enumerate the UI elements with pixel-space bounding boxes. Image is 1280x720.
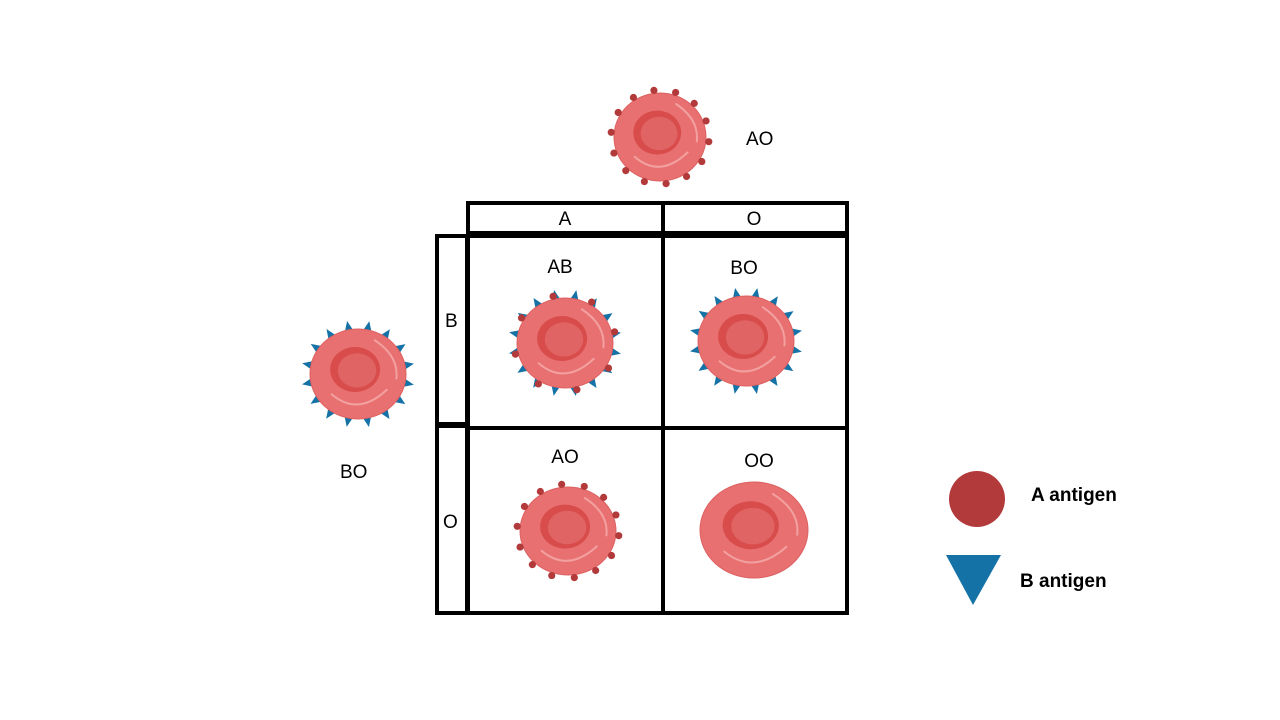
- parent-top-blood-cell: [604, 84, 716, 190]
- a-antigen-mark: [573, 386, 581, 394]
- main-grid-vertical-divider: [661, 234, 665, 615]
- offspring-oo-blood-cell: [698, 480, 810, 580]
- legend-a-antigen-label: A antigen: [1031, 485, 1117, 506]
- row-allele-b: B: [445, 311, 458, 332]
- a-antigen-mark: [705, 138, 713, 146]
- blood-cell-icon: [509, 289, 621, 397]
- a-antigen-mark: [610, 149, 618, 157]
- a-antigen-mark: [600, 493, 608, 501]
- a-antigen-mark: [513, 522, 521, 530]
- a-antigen-mark: [610, 328, 619, 336]
- circle-icon: [949, 471, 1005, 527]
- a-antigen-mark: [615, 532, 623, 540]
- column-allele-a: A: [558, 209, 572, 230]
- a-antigen-mark: [650, 86, 658, 94]
- a-antigen-mark: [580, 482, 588, 491]
- a-antigen-mark: [690, 99, 698, 107]
- a-antigen-mark: [511, 350, 520, 358]
- offspring-ab-blood-cell: [507, 289, 623, 397]
- offspring-ao-blood-cell: [510, 478, 626, 584]
- a-antigen-mark: [702, 117, 710, 125]
- main-grid-horizontal-divider: [466, 426, 849, 430]
- column-header-divider: [661, 201, 665, 235]
- a-antigen-mark: [548, 571, 556, 580]
- blood-cell-icon: [699, 481, 809, 579]
- a-antigen-mark: [612, 511, 620, 519]
- a-antigen-mark: [629, 93, 638, 102]
- parent-top-genotype: AO: [746, 129, 774, 150]
- a-antigen-mark: [534, 380, 542, 388]
- column-header-box: [466, 201, 849, 235]
- a-antigen-mark: [672, 88, 680, 97]
- offspring-bo-blood-cell: [688, 287, 804, 395]
- a-antigen-mark: [516, 543, 524, 551]
- a-antigen-mark: [640, 177, 648, 186]
- parent-left-genotype: BO: [340, 462, 368, 483]
- a-antigen-mark: [536, 487, 544, 496]
- a-antigen-mark: [662, 180, 670, 188]
- a-antigen-mark: [604, 364, 613, 372]
- a-antigen-mark: [614, 108, 622, 117]
- a-antigen-mark: [592, 566, 600, 575]
- row-header-divider: [435, 422, 469, 428]
- offspring-oo-genotype: OO: [744, 451, 774, 472]
- blood-cell-icon: [302, 320, 414, 428]
- offspring-bo-genotype: BO: [730, 258, 758, 279]
- offspring-ao-genotype: AO: [551, 447, 579, 468]
- a-antigen-mark: [607, 128, 615, 136]
- a-antigen-mark: [607, 551, 616, 560]
- a-antigen-mark: [528, 561, 536, 569]
- a-antigen-mark: [520, 502, 529, 511]
- a-antigen-mark: [558, 480, 566, 488]
- blood-cell-icon: [607, 86, 713, 188]
- a-antigen-mark: [549, 292, 557, 300]
- offspring-ab-genotype: AB: [547, 257, 573, 278]
- main-grid-box: [466, 234, 849, 615]
- triangle-icon: [946, 555, 1001, 605]
- blood-cell-icon: [690, 287, 802, 395]
- a-antigen-mark: [698, 157, 706, 166]
- row-allele-o: O: [443, 512, 458, 533]
- legend-b-antigen-label: B antigen: [1020, 571, 1107, 592]
- parent-left-blood-cell: [300, 320, 416, 428]
- a-antigen-mark: [517, 314, 526, 322]
- column-allele-o: O: [746, 209, 762, 230]
- blood-cell-icon: [513, 480, 623, 582]
- a-antigen-mark: [570, 574, 578, 582]
- a-antigen-mark: [622, 167, 630, 175]
- a-antigen-mark: [682, 172, 691, 181]
- a-antigen-mark: [588, 298, 596, 306]
